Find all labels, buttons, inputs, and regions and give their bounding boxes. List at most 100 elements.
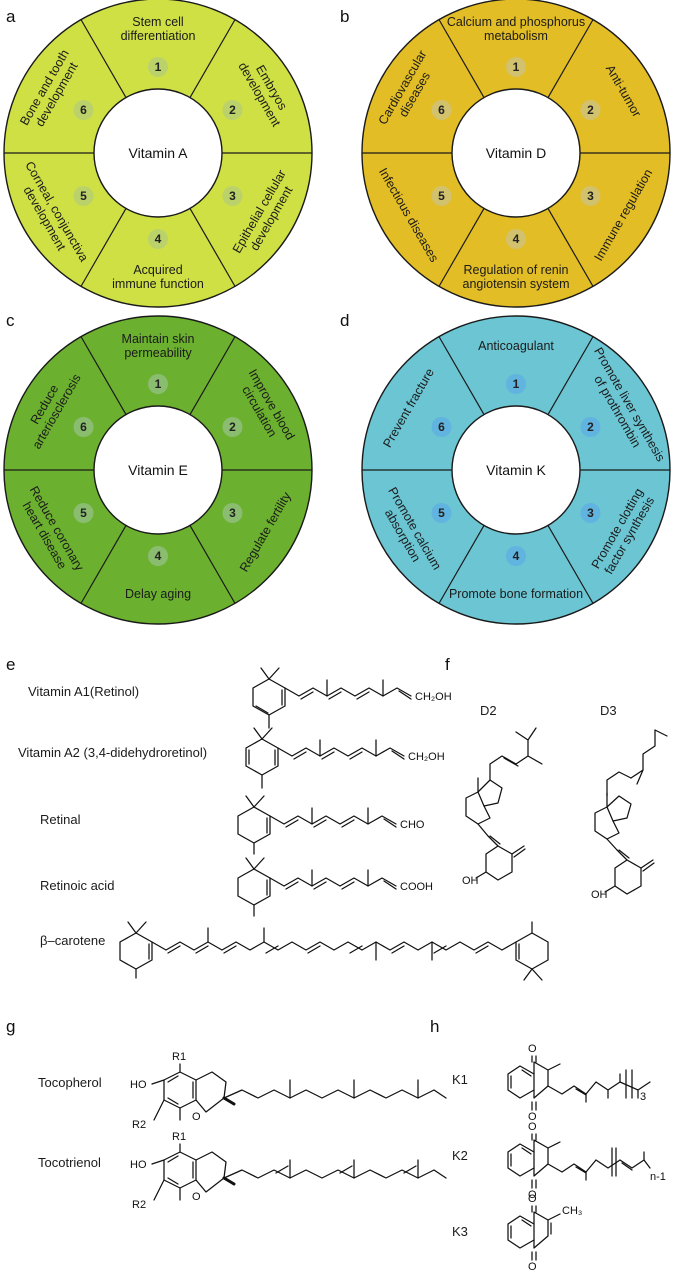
vitamin-k-badge-number: 5 [438,506,445,520]
vitamin-k-divider [547,336,594,415]
vitamin-a-badge-number: 3 [229,189,236,203]
compound-label-k2: K2 [452,1148,468,1163]
compound-label-retinoic-acid: Retinoic acid [40,878,114,893]
vitamin-a-badge-2 [222,100,243,120]
vitamin-e-center-hub [93,405,223,535]
wheel-vitamin-d: Vitamin D 1 Calcium and phosphorusmetaboli… [361,0,671,308]
vitamin-a-divider [80,208,127,287]
r1-label-tocopherol: R1 [172,1051,186,1063]
vitamin-e-badge-number: 4 [155,549,162,563]
vitamin-e-badge-6 [73,417,94,437]
vitamin-k-badge-4 [506,546,526,566]
repeat-subscript-k2: n-1 [650,1171,666,1183]
panel-letter-e: e [6,655,15,674]
vitamin-d-badge-3 [580,186,601,206]
vitamin-a-divider [189,19,236,98]
vitamin-d-badge-number: 1 [513,60,520,74]
functional-group-ch2oh: CH₂OH [415,691,452,703]
compound-label-k3: K3 [452,1224,468,1239]
vitamin-a-badge-3 [222,186,243,206]
oxygen-bottom-k3: O [528,1261,537,1273]
vitamin-d-badge-number: 4 [513,232,520,246]
vitamin-k-badge-1 [506,374,526,394]
vitamin-a-badge-number: 1 [155,60,162,74]
vitamin-d-divider [547,208,594,287]
structure-beta-carotene [119,921,549,981]
vitamin-d-badge-number: 6 [438,103,445,117]
hydroxyl-label-tocopherol: HO [130,1079,147,1091]
panel-letter-b: b [340,7,349,26]
r2-label-tocotrienol: R2 [132,1199,146,1211]
vitamin-k-center-hub [451,405,581,535]
vitamin-a-badge-number: 6 [80,103,87,117]
vitamin-e-divider [189,525,236,604]
vitamin-d-badge-number: 3 [587,189,594,203]
vitamin-e-title: Vitamin E [128,462,188,478]
vitamin-a-badge-number: 4 [155,232,162,246]
vitamin-d-badge-number: 2 [587,103,594,117]
structure-phylloquinone: O O 3 [507,1043,651,1123]
vitamin-k-badge-2 [580,417,601,437]
structure-retinal: CHO [237,795,425,855]
oxygen-bottom-k2: O [528,1189,537,1201]
vitamin-k-badge-5 [431,503,452,523]
panel-letter-g: g [6,1017,15,1036]
vitamin-e-badge-4 [148,546,168,566]
panel-letter-h: h [430,1017,439,1036]
oxygen-top-k1: O [528,1043,537,1055]
r1-label-tocotrienol: R1 [172,1131,186,1143]
vitamin-a-segment-text: Stem cell [132,15,183,29]
vitamin-e-divider [189,336,236,415]
vitamin-a-badge-number: 2 [229,103,236,117]
vitamin-k-divider [438,336,485,415]
structure-retinol: CH₂OH [252,667,452,729]
vitamin-e-badge-1 [148,374,168,394]
functional-group-cooh: COOH [400,881,433,893]
compound-label-beta-carotene: β–carotene [40,933,105,948]
compound-label-3-4-didehydroretinol: Vitamin A2 (3,4-didehydroretinol) [18,745,207,760]
vitamin-a-badge-number: 5 [80,189,87,203]
functional-group-ch2oh-a2: CH₂OH [408,751,445,763]
vitamin-d-divider [438,19,485,98]
vitamin-e-badge-number: 3 [229,506,236,520]
structure-cholecalciferol: OH [591,729,668,901]
structure-3-4-didehydroretinol: CH₂OH [245,727,445,789]
structure-tocotrienol: R1 HO R2 O [130,1131,447,1211]
methyl-label-k3: CH₃ [562,1205,582,1217]
vitamin-e-segment-label: Delay aging [125,587,191,601]
hydroxyl-label-tocotrienol: HO [130,1159,147,1171]
vitamin-a-badge-5 [73,186,94,206]
vitamin-k-title: Vitamin K [486,462,546,478]
vitamin-k-divider [438,525,485,604]
vitamin-d-segment-text: Calcium and phosphorus [447,15,585,29]
vitamin-d-divider [547,19,594,98]
panel-f: f D2 D3 OH OH [445,655,668,901]
vitamin-a-badge-6 [73,100,94,120]
compound-label-k1: K1 [452,1072,468,1087]
vitamin-e-badge-5 [73,503,94,523]
vitamin-d-badge-5 [431,186,452,206]
vitamin-d-title: Vitamin D [486,145,546,161]
vitamin-a-badge-4 [148,229,168,249]
compound-label-tocopherol: Tocopherol [38,1075,102,1090]
vitamin-d-badge-6 [431,100,452,120]
vitamin-k-badge-number: 2 [587,420,594,434]
compound-label-retinal: Retinal [40,812,81,827]
vitamin-e-badge-number: 5 [80,506,87,520]
structure-retinoic-acid: COOH [237,857,433,917]
vitamin-k-segment-label: Promote bone formation [449,587,583,601]
vitamin-e-badge-2 [222,417,243,437]
vitamin-a-segment-text: immune function [112,277,204,291]
compound-label-d2: D2 [480,703,497,718]
structure-ergocalciferol: OH [462,727,543,887]
vitamin-a-divider [80,19,127,98]
panel-letter-c: c [6,311,15,330]
panel-letter-f: f [445,655,450,674]
compound-label-d3: D3 [600,703,617,718]
